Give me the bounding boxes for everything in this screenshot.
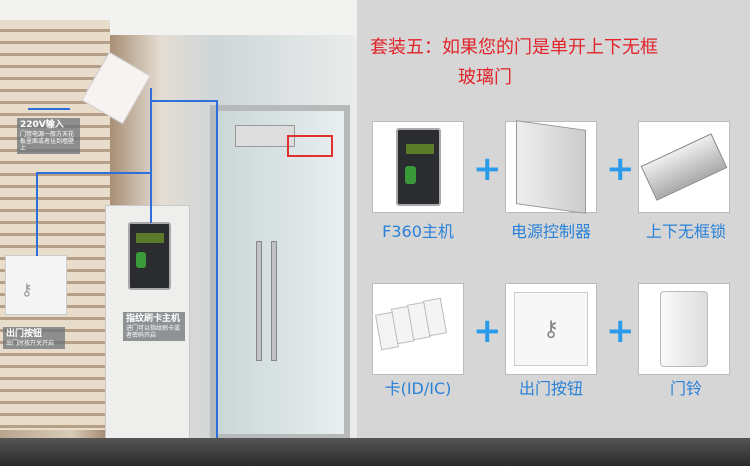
installation-photo: ⚷ 220V输入 门禁电源一般方天花板里面或者挂到墙壁上 出门按钮 出门时按开关…	[0, 0, 357, 440]
power-caption-title: 220V输入	[20, 120, 64, 130]
product-label: F360主机	[382, 222, 454, 241]
host-caption: 指纹刷卡主机 进门可以指纹刷卡或者密码开启	[123, 312, 185, 342]
wire	[28, 108, 70, 110]
product-doorbell	[638, 283, 730, 375]
frameless-lock-icon	[640, 133, 728, 201]
door-lock	[235, 125, 295, 147]
product-label: 卡(ID/IC)	[384, 379, 452, 398]
product-frameless-lock	[638, 121, 730, 213]
exit-button-caption: 出门按钮 出门时按开关开启	[3, 327, 65, 349]
wire	[150, 88, 152, 223]
exit-caption-text: 出门时按开关开启	[6, 339, 55, 347]
title-line-2: 玻璃门	[458, 67, 512, 88]
host-caption-title: 指纹刷卡主机	[126, 314, 181, 324]
door-handle	[256, 241, 262, 361]
plus-sign: +	[606, 311, 635, 351]
wire	[150, 100, 218, 102]
product-power-supply	[505, 120, 597, 214]
fingerprint-terminal-icon	[395, 128, 441, 206]
product-label: 电源控制器	[510, 222, 591, 241]
product-cards	[372, 283, 464, 375]
door-handle	[271, 241, 277, 361]
wire	[36, 172, 38, 256]
wire	[36, 172, 151, 174]
power-caption: 220V输入 门禁电源一般方天花板里面或者挂到墙壁上	[17, 118, 80, 155]
title-line-1: 套装五：如果您的门是单开上下无框	[370, 37, 658, 58]
product-exit-button: ⚷	[505, 283, 597, 375]
cards-icon	[375, 297, 458, 359]
product-label: 出门按钮	[518, 379, 583, 398]
doorbell-icon	[660, 291, 708, 367]
exit-button-icon: ⚷	[514, 292, 588, 366]
product-f360	[372, 121, 464, 213]
plus-sign: +	[473, 149, 502, 189]
product-label: 上下无框锁	[645, 222, 726, 241]
host-caption-text: 进门可以指纹刷卡或者密码开启	[126, 324, 181, 339]
plus-sign: +	[606, 149, 635, 189]
power-supply-icon	[516, 120, 586, 214]
exit-caption-title: 出门按钮	[6, 329, 43, 339]
wire	[216, 100, 218, 440]
bottom-strip	[0, 438, 750, 466]
lock-highlight	[287, 135, 333, 157]
power-caption-text: 门禁电源一般方天花板里面或者挂到墙壁上	[20, 130, 75, 153]
product-label: 门铃	[669, 379, 702, 398]
plus-sign: +	[473, 311, 502, 351]
fingerprint-terminal-icon	[128, 222, 171, 290]
exit-button-icon: ⚷	[5, 255, 67, 315]
glass-door	[210, 105, 350, 440]
kit-title: 套装五：如果您的门是单开上下无框 玻璃门	[370, 33, 750, 93]
